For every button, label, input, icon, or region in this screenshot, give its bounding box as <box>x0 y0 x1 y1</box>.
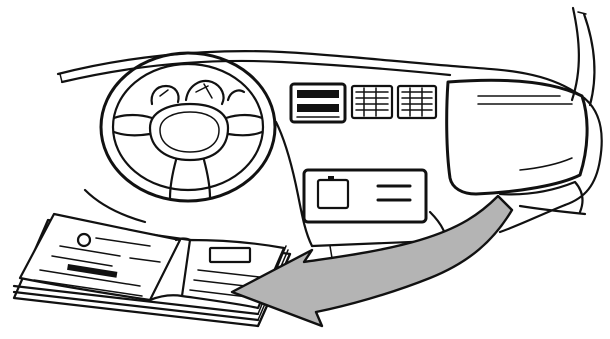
windshield-pillar <box>570 6 596 107</box>
air-vent-grille-left <box>350 84 394 120</box>
dashboard-body <box>56 50 603 248</box>
air-vent-center <box>289 82 347 124</box>
steering-wheel <box>99 51 277 203</box>
glove-box <box>445 78 589 216</box>
pointer-arrow <box>230 194 514 328</box>
radio-panel <box>302 168 428 224</box>
owners-manual-book <box>12 212 292 328</box>
air-vent-grille-right <box>396 84 438 120</box>
